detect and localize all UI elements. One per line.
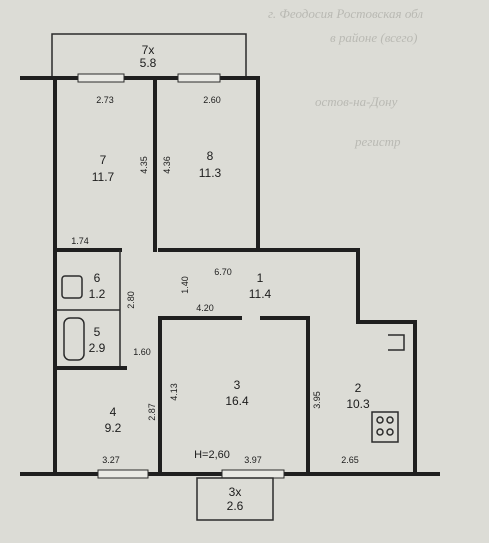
room-2-number: 2	[355, 381, 362, 395]
room-8-number: 8	[207, 149, 214, 163]
outer-walls	[20, 76, 440, 476]
room-2-area: 10.3	[346, 397, 370, 411]
interior-walls	[53, 76, 310, 476]
dim-room3-bottom-width: 3.97	[244, 455, 262, 465]
room-1-area: 11.4	[249, 287, 272, 301]
sink-icon	[388, 334, 405, 351]
room-7-area: 11.7	[92, 170, 115, 184]
dim-wc-width: 1.74	[71, 236, 89, 246]
dim-bath-width: 1.60	[133, 347, 151, 357]
room-7-number: 7	[100, 153, 107, 167]
bathtub-icon	[63, 317, 85, 361]
room-4-area: 9.2	[105, 421, 122, 435]
room-labels: 7x 5.8 7 11.7 8 11.3 6 1.2 1 11.4 5 2.9 …	[89, 43, 370, 513]
dim-room7-depth: 4.35	[139, 156, 149, 174]
background-text-3: остов-на-Дону	[315, 94, 398, 109]
dim-corridor-left: 2.80	[126, 291, 136, 309]
dim-kitchen-width: 2.65	[341, 455, 359, 465]
room-3-area: 16.4	[225, 394, 249, 408]
room-8-area: 11.3	[199, 166, 222, 180]
dim-room3-width: 4.20	[196, 303, 214, 313]
ceiling-height-label: H=2,60	[194, 449, 230, 461]
room-6-area: 1.2	[89, 287, 106, 301]
background-text-1: г. Феодосия Ростовская обл	[268, 6, 423, 21]
room-3x-number: 3x	[229, 485, 242, 499]
room-7x-area: 5.8	[140, 56, 157, 70]
room-5-number: 5	[94, 325, 101, 339]
room-6-number: 6	[94, 271, 101, 285]
dim-room3-depth: 4.13	[169, 383, 179, 401]
dim-room4-width: 3.27	[102, 455, 120, 465]
stove-icon	[371, 411, 399, 443]
dimension-labels: 2.73 2.60 4.35 4.36 1.74 6.70 2.80 1.40 …	[71, 95, 359, 465]
room-4-number: 4	[110, 405, 117, 419]
room-1-number: 1	[257, 271, 264, 285]
room-3x-area: 2.6	[227, 499, 244, 513]
dim-room7-width: 2.73	[96, 95, 114, 105]
background-text-2: в районе (всего)	[330, 30, 417, 45]
room-7x-number: 7x	[142, 43, 155, 57]
background-text-4: регистр	[354, 134, 401, 149]
room-3-number: 3	[234, 378, 241, 392]
windows	[77, 73, 285, 479]
dim-kitchen-depth: 3.95	[312, 391, 322, 409]
fixtures	[61, 275, 405, 443]
dim-room4-depth: 2.87	[147, 403, 157, 421]
balcony-bottom	[196, 477, 274, 521]
dim-room8-width: 2.60	[203, 95, 221, 105]
toilet-icon	[61, 275, 83, 299]
dim-corridor-mid: 1.40	[180, 276, 190, 294]
dim-room8-depth: 4.36	[162, 156, 172, 174]
dim-corridor-length: 6.70	[214, 267, 232, 277]
room-5-area: 2.9	[89, 341, 106, 355]
